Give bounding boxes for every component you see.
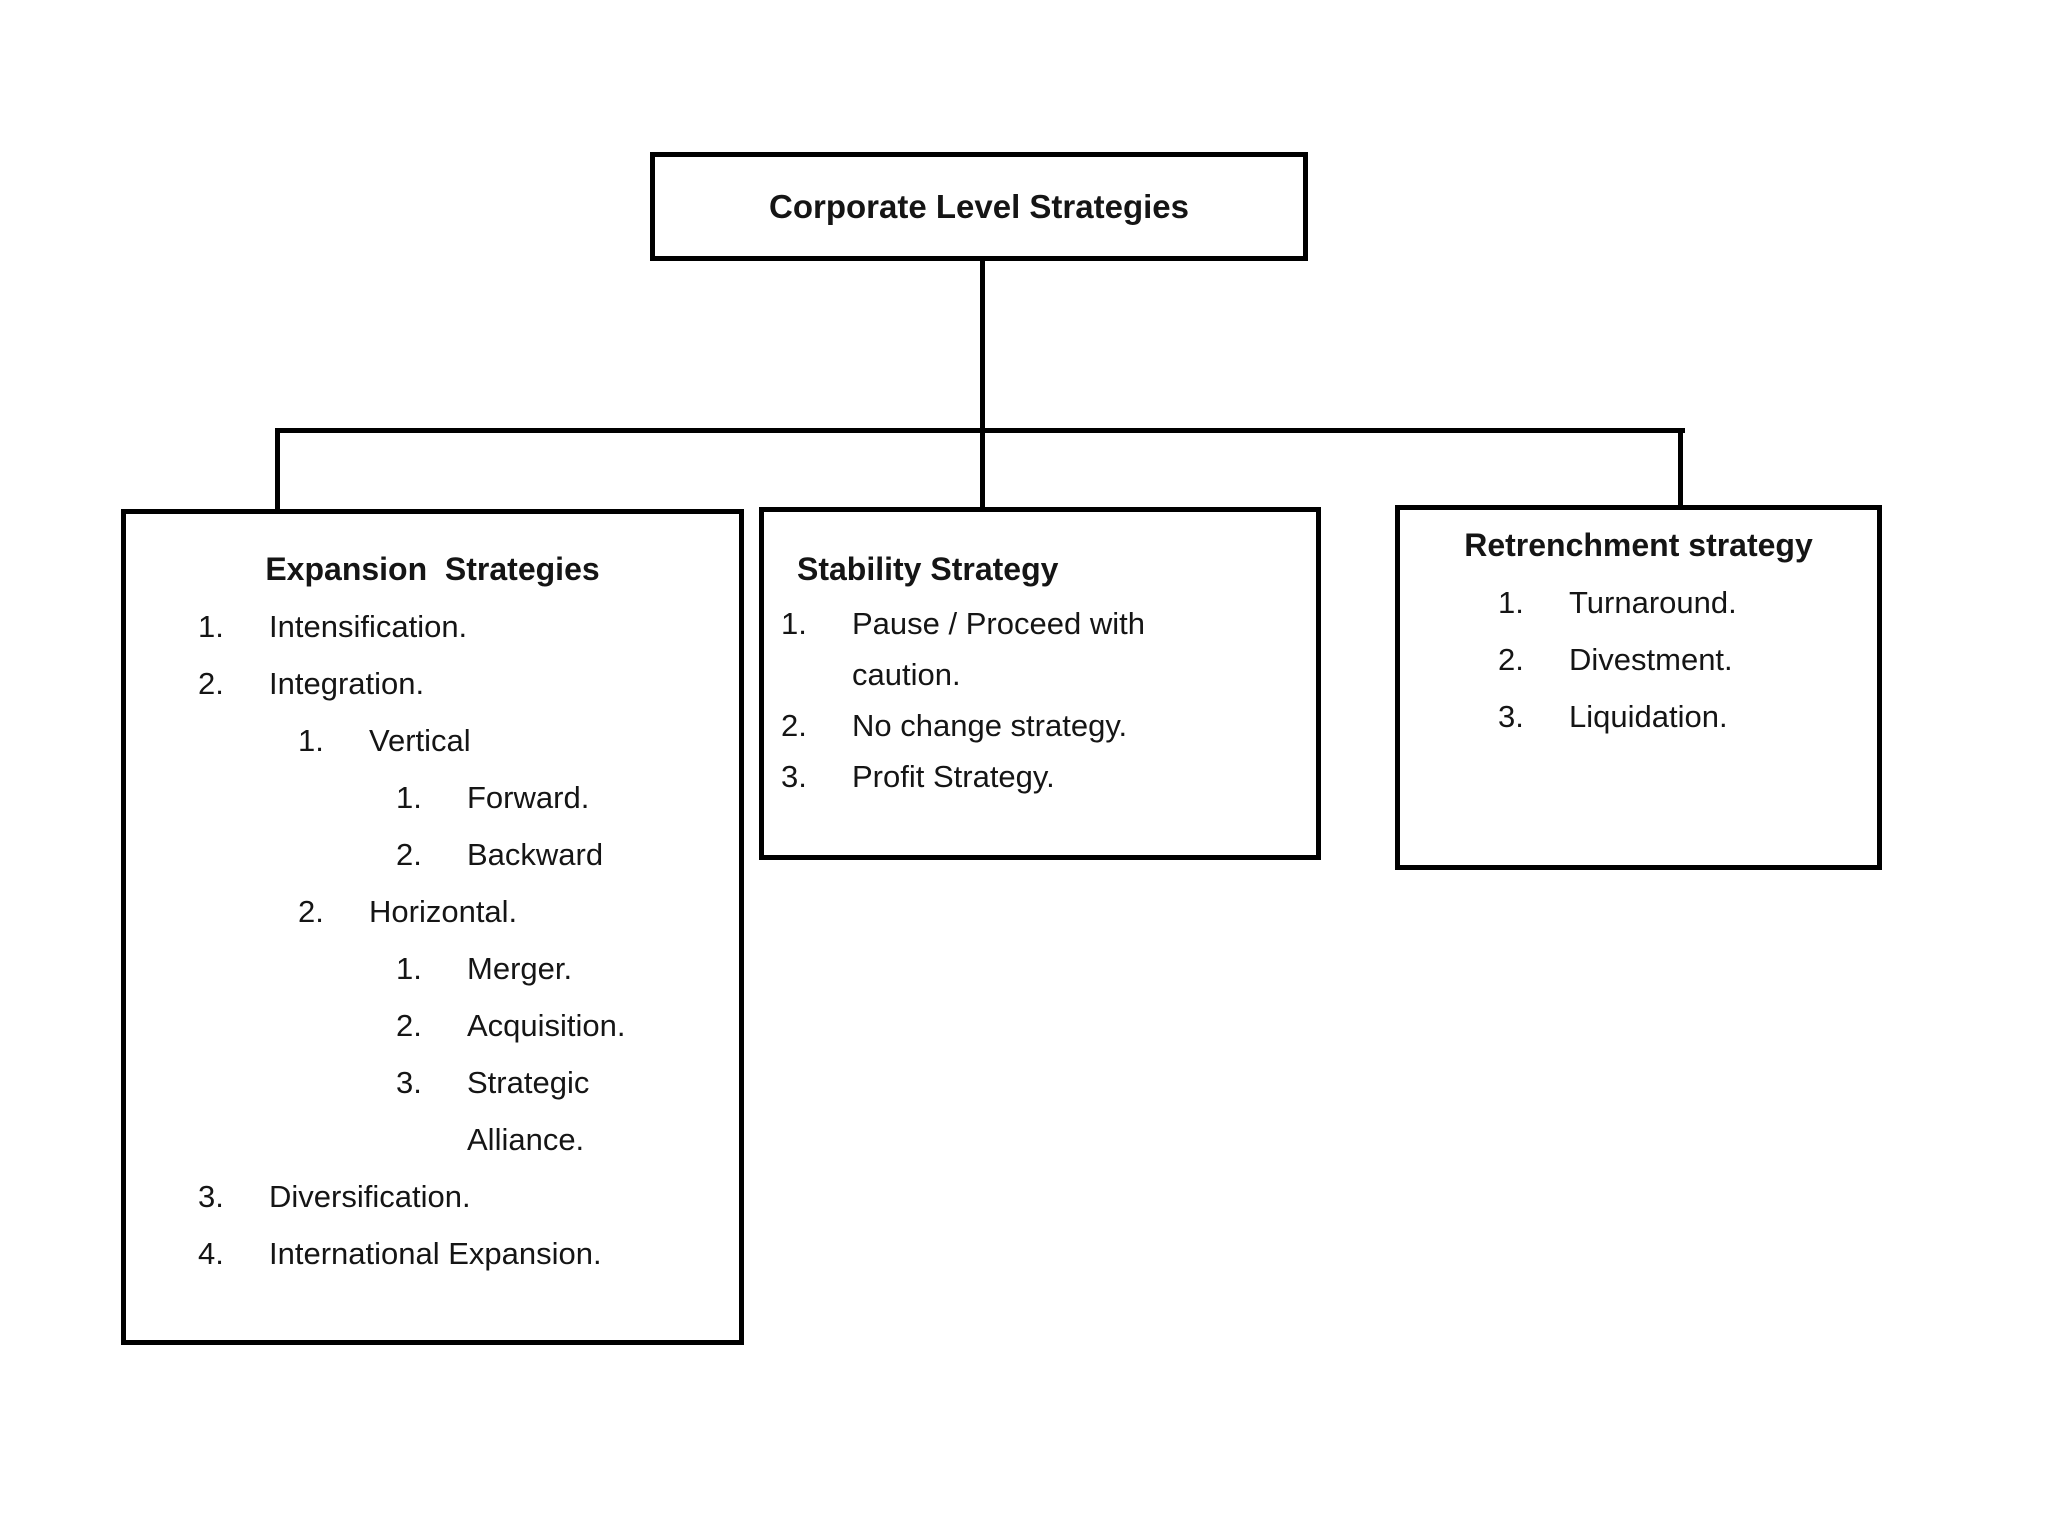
list-item: 2. No change strategy. <box>764 700 1316 751</box>
list-item-text: Divestment. <box>1569 642 1733 677</box>
list-item-text: Diversification. <box>269 1179 471 1214</box>
list-item: 2. Backward <box>126 826 739 883</box>
box-title: Retrenchment strategy <box>1464 527 1813 563</box>
list-item: 1. Merger. <box>126 940 739 997</box>
list-item-number: 2. <box>396 1008 422 1043</box>
list-item: 1. Pause / Proceed with <box>764 598 1316 649</box>
list-item-number: 1. <box>1498 585 1524 620</box>
list-item-number: 2. <box>781 708 807 743</box>
box-title: Expansion Strategies <box>265 551 600 587</box>
box-stability-strategy: Stability Strategy 1. Pause / Proceed wi… <box>759 507 1321 860</box>
list-item-number: 3. <box>198 1179 224 1214</box>
box-expansion-strategies: Expansion Strategies 1. Intensification.… <box>121 509 744 1345</box>
root-title: Corporate Level Strategies <box>769 187 1189 225</box>
list-item-text: Strategic <box>467 1065 590 1100</box>
list-item-text: Profit Strategy. <box>852 759 1055 794</box>
list-item: 2. Horizontal. <box>126 883 739 940</box>
list-item: 2. Integration. <box>126 655 739 712</box>
box-corporate-level-strategies: Corporate Level Strategies <box>650 152 1308 261</box>
list-item: 3. Strategic <box>126 1054 739 1111</box>
list-item: 4. International Expansion. <box>126 1225 739 1282</box>
box-title: Stability Strategy <box>797 551 1059 587</box>
list-item-text: No change strategy. <box>852 708 1128 743</box>
list-item-number: 1. <box>198 609 224 644</box>
list-item-continuation: caution. <box>764 649 1316 700</box>
connector-right-drop <box>1678 428 1683 508</box>
list-item: 1. Vertical <box>126 712 739 769</box>
list-item-text: Alliance. <box>467 1122 585 1157</box>
list-item-number: 3. <box>781 759 807 794</box>
list-item-number: 1. <box>298 723 324 758</box>
connector-left-drop <box>275 428 280 512</box>
list-item-text: Merger. <box>467 951 573 986</box>
list-item-text: Acquisition. <box>467 1008 626 1043</box>
list-item-text: Pause / Proceed with <box>852 606 1145 641</box>
list-item-text: International Expansion. <box>269 1236 602 1271</box>
list-item-text: Backward <box>467 837 604 872</box>
list-item-text: Horizontal. <box>369 894 518 929</box>
list-item-text: Turnaround. <box>1569 585 1737 620</box>
list-item: 3. Profit Strategy. <box>764 751 1316 802</box>
list-item-number <box>396 1111 467 1168</box>
connector-horizontal-bar <box>275 428 1685 433</box>
list-item-number: 2. <box>198 666 224 701</box>
list-item: 3. Liquidation. <box>1400 688 1877 745</box>
list-item-number: 4. <box>198 1236 224 1271</box>
list-item-text: caution. <box>852 657 961 692</box>
list-item: 2. Acquisition. <box>126 997 739 1054</box>
list-item-text: Liquidation. <box>1569 699 1728 734</box>
list-item-number: 3. <box>396 1065 422 1100</box>
list-item-number: 2. <box>1498 642 1524 677</box>
list-item: 1. Intensification. <box>126 598 739 655</box>
list-item-number: 2. <box>298 894 324 929</box>
box-retrenchment-strategy: Retrenchment strategy 1. Turnaround. 2. … <box>1395 505 1882 870</box>
list-item: 2. Divestment. <box>1400 631 1877 688</box>
list-item-text: Integration. <box>269 666 425 701</box>
list-item-number: 1. <box>396 951 422 986</box>
list-item-text: Forward. <box>467 780 590 815</box>
list-item-text: Vertical <box>369 723 471 758</box>
connector-trunk-vertical <box>980 261 985 507</box>
list-item-text: Intensification. <box>269 609 468 644</box>
list-item: 3. Diversification. <box>126 1168 739 1225</box>
list-item: 1. Forward. <box>126 769 739 826</box>
list-item-number: 1. <box>396 780 422 815</box>
list-item-number: 3. <box>1498 699 1524 734</box>
list-item-number: 1. <box>781 606 807 641</box>
list-item-number: 2. <box>396 837 422 872</box>
list-item-continuation: Alliance. <box>126 1111 739 1168</box>
list-item-number <box>781 649 852 700</box>
list-item: 1. Turnaround. <box>1400 574 1877 631</box>
